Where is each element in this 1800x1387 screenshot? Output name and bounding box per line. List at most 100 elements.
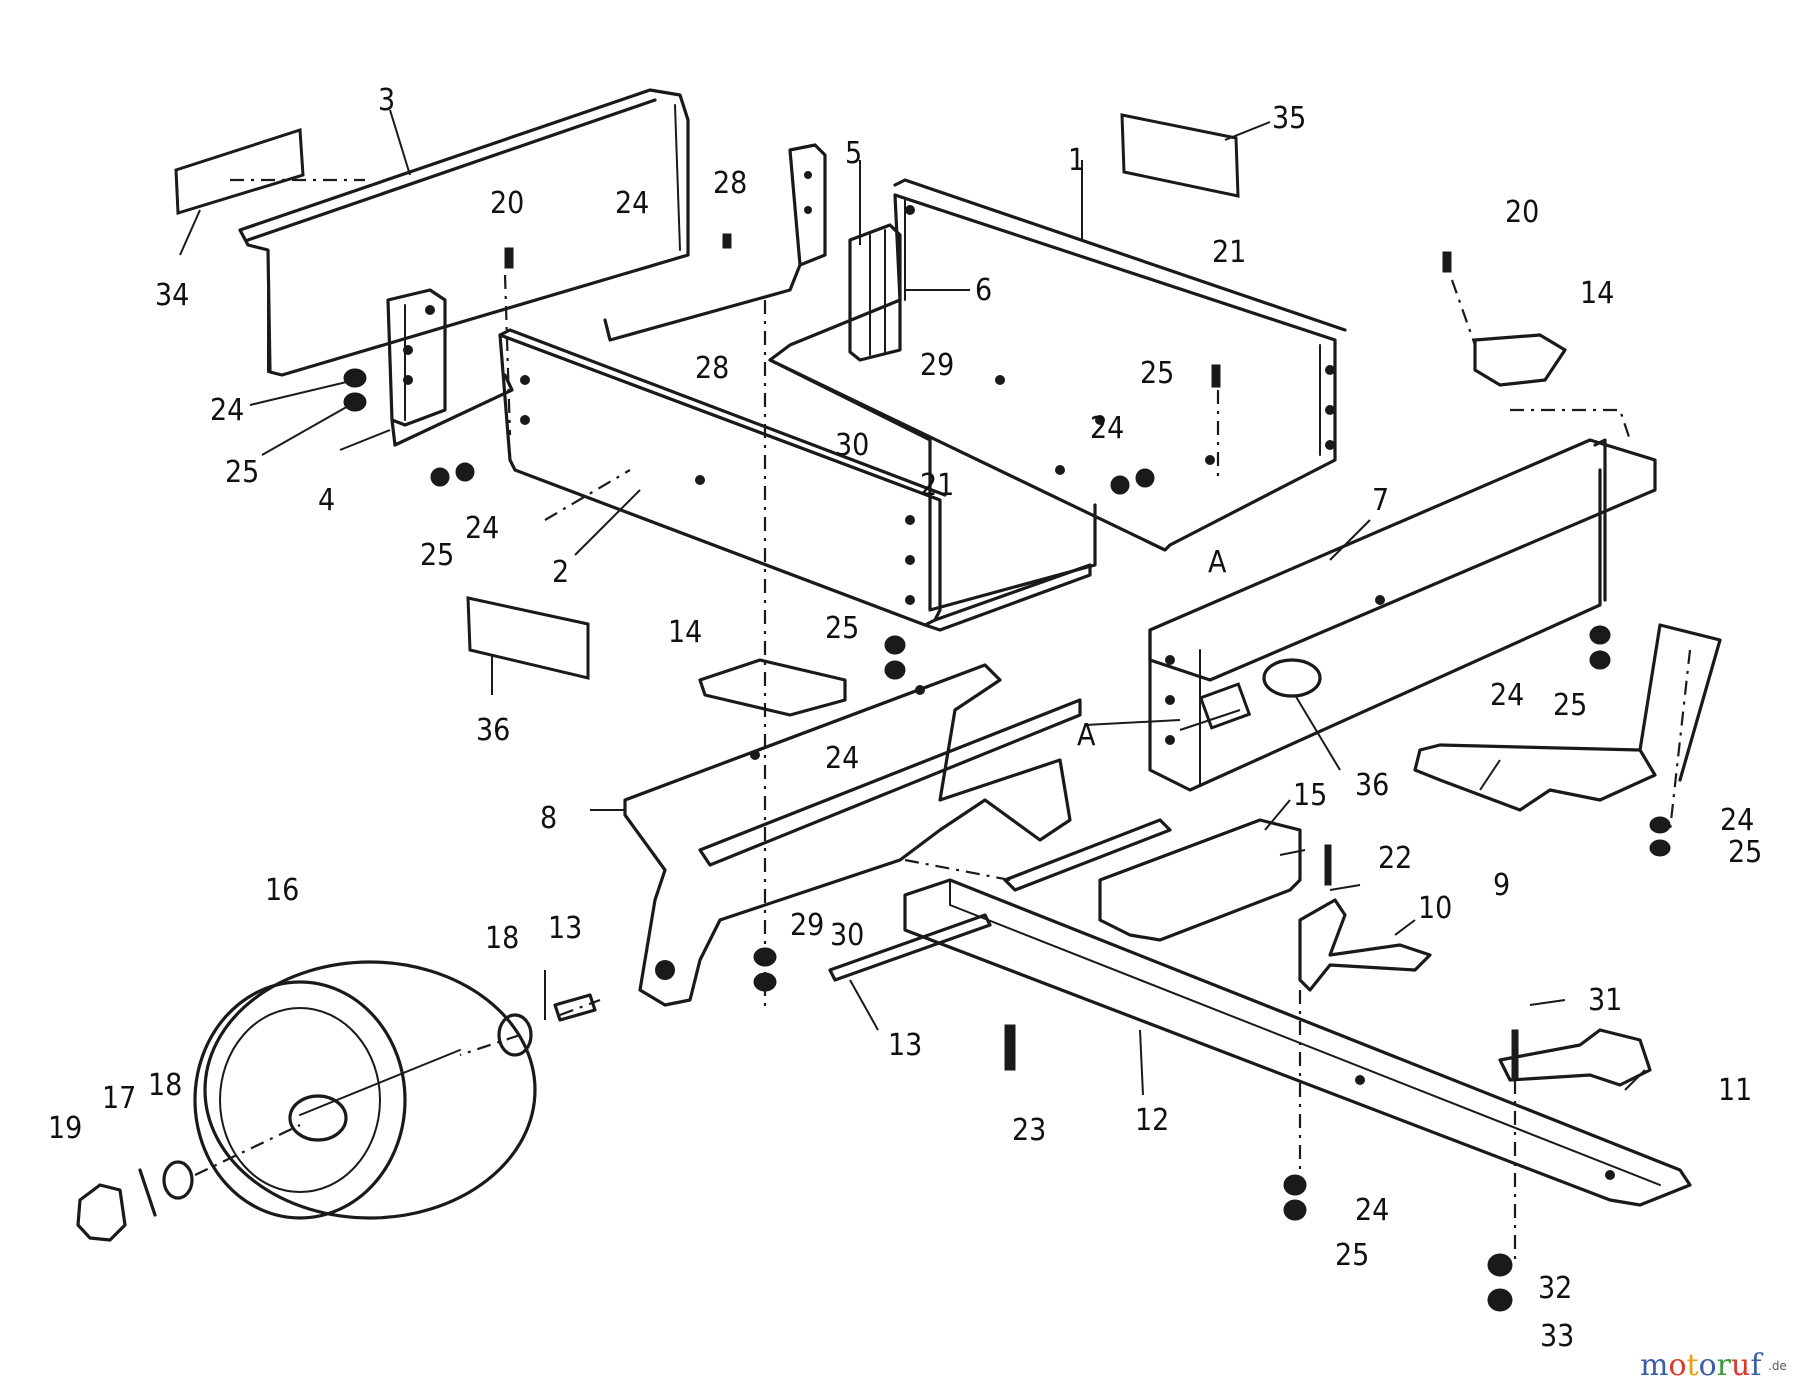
part-34-decal-left xyxy=(174,127,305,215)
leader-lines xyxy=(179,109,1646,1096)
callout-25-mid: 25 xyxy=(420,538,454,573)
callout-28-mid: 28 xyxy=(695,351,729,386)
callout-16: 16 xyxy=(265,873,299,908)
logo-letter: r xyxy=(1717,1348,1732,1383)
part-11-tie-rod-bracket xyxy=(1498,1028,1652,1087)
callout-23: 23 xyxy=(1012,1113,1046,1148)
part-9-hitch-bracket xyxy=(1413,623,1722,812)
logo-letter: o xyxy=(1668,1348,1686,1383)
part-18-washer-outer xyxy=(162,1160,194,1200)
callout-20-mid: 21 xyxy=(920,468,954,503)
callout-24-mid: 24 xyxy=(465,511,499,546)
callout-34-bottom: 36 xyxy=(476,713,510,748)
callout-4: 4 xyxy=(318,483,335,518)
callout-24-left: 24 xyxy=(210,393,244,428)
callout-24-beam: 24 xyxy=(1355,1193,1389,1228)
callout-32: 32 xyxy=(1538,1271,1572,1306)
callout-A-top: A xyxy=(1208,545,1227,580)
part-13-axle-shaft-upper xyxy=(1003,818,1172,892)
part-13-stub-axle xyxy=(553,993,597,1022)
assembly-lines xyxy=(194,178,1692,1260)
callout-15: 15 xyxy=(1293,778,1327,813)
part-17-pin xyxy=(138,1168,157,1217)
part-36-grommet xyxy=(1262,658,1322,698)
callout-17: 17 xyxy=(102,1081,136,1116)
callout-34-left: 34 xyxy=(155,278,189,313)
logo-letter: f xyxy=(1750,1348,1763,1383)
callout-28-top: 28 xyxy=(713,166,747,201)
callout-29-top: 29 xyxy=(920,348,954,383)
part-6-center-post xyxy=(848,223,902,362)
callout-19: 19 xyxy=(48,1111,82,1146)
part-16-wheel xyxy=(193,960,537,1220)
part-14-bracket-right xyxy=(1473,333,1567,387)
callout-25-axle: 25 xyxy=(825,611,859,646)
callout-12: 12 xyxy=(1135,1103,1169,1138)
logo-tld: .de xyxy=(1768,1359,1787,1373)
callout-18-outer: 18 xyxy=(148,1068,182,1103)
callout-18-inner: 18 xyxy=(485,921,519,956)
callout-8: 8 xyxy=(540,801,557,836)
callout-5: 5 xyxy=(845,136,862,171)
callout-13-upper: 13 xyxy=(548,911,582,946)
callout-30-top: 30 xyxy=(835,428,869,463)
callout-24-hitch: 24 xyxy=(1720,803,1754,838)
callout-10: 10 xyxy=(1418,891,1452,926)
motoruf-logo: motoruf .de xyxy=(1640,1348,1787,1383)
logo-letter: o xyxy=(1699,1348,1717,1383)
part-35-label xyxy=(1198,682,1252,730)
callout-34-right: 35 xyxy=(1272,101,1306,136)
callout-25-top: 25 xyxy=(1140,356,1174,391)
callout-13-lower: 13 xyxy=(888,1028,922,1063)
callout-33: 33 xyxy=(1540,1319,1574,1354)
callout-20-right: 20 xyxy=(1505,195,1539,230)
callout-24-axle: 24 xyxy=(825,741,859,776)
callout-21-mid: 22 xyxy=(1378,841,1412,876)
callout-14-right: 14 xyxy=(1580,276,1614,311)
callout-24-top: 24 xyxy=(1090,411,1124,446)
callout-25-frame: 25 xyxy=(1553,688,1587,723)
part-14-bracket-left xyxy=(698,658,847,717)
callout-20-left: 20 xyxy=(490,186,524,221)
callout-36: 36 xyxy=(1355,768,1389,803)
part-18-washer-inner xyxy=(497,1013,533,1057)
part-5-upright-bracket xyxy=(603,143,827,342)
callout-7: 7 xyxy=(1372,483,1389,518)
callout-25-beam: 25 xyxy=(1335,1238,1369,1273)
part-3-rear-panel xyxy=(238,88,690,377)
part-34-decal-right xyxy=(1120,113,1240,198)
part-13-axle-shaft-lower xyxy=(828,913,992,982)
callout-11: 11 xyxy=(1718,1073,1752,1108)
callout-6: 6 xyxy=(975,273,992,308)
callout-24-frame: 24 xyxy=(1490,678,1524,713)
callout-31: 31 xyxy=(1588,983,1622,1018)
callout-1: 1 xyxy=(1068,143,1085,178)
callout-21-top: 21 xyxy=(1212,235,1246,270)
callout-22: 24 xyxy=(615,186,649,221)
callout-14-left: 14 xyxy=(668,615,702,650)
part-1-cart-tub xyxy=(768,178,1347,612)
logo-letter: m xyxy=(1640,1348,1668,1383)
callout-25-hitch: 25 xyxy=(1728,835,1762,870)
part-4-corner-bracket xyxy=(386,288,514,447)
fasteners xyxy=(343,233,1671,1312)
logo-wordmark: motoruf xyxy=(1640,1348,1763,1383)
callout-3: 3 xyxy=(378,83,395,118)
callout-25-left: 25 xyxy=(225,455,259,490)
part-12-axle-beam xyxy=(903,878,1692,1207)
logo-letter: t xyxy=(1687,1348,1699,1383)
callout-9: 9 xyxy=(1493,868,1510,903)
callout-35: A xyxy=(1077,718,1096,753)
callout-29-bottom: 29 xyxy=(790,908,824,943)
callout-2: 2 xyxy=(552,555,569,590)
part-10-steering-arm xyxy=(1298,898,1432,992)
part-34-decal-bottom xyxy=(466,596,590,680)
callout-labels: 3 34 20 24 28 5 1 35 6 21 20 14 28 29 25… xyxy=(48,83,1762,1354)
part-8-axle-support xyxy=(623,663,1082,1007)
part-15-bracket xyxy=(1098,818,1302,942)
part-7-front-frame xyxy=(1148,438,1657,792)
part-19-hub-cap xyxy=(76,1183,127,1242)
callout-30-bottom: 30 xyxy=(830,918,864,953)
logo-letter: u xyxy=(1731,1348,1750,1383)
